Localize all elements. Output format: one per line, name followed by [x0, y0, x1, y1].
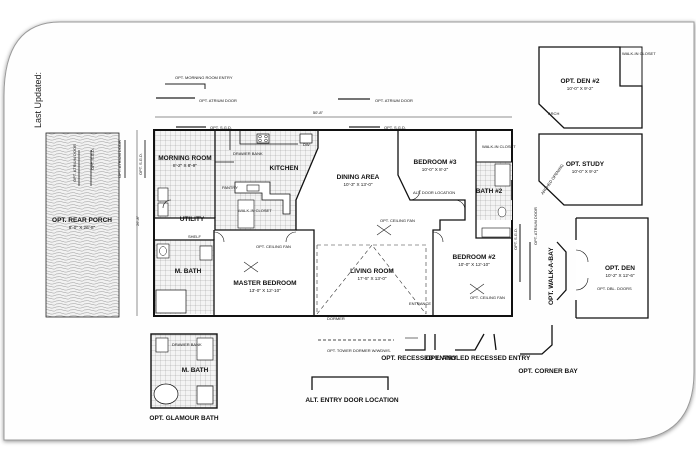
- living-room-size: 17'-5" X 13'-0": [357, 276, 386, 281]
- ceiling-fan-label: OPT. CEILING FAN: [256, 244, 291, 249]
- top-options: OPT. MORNING ROOM ENTRY OPT. ATRIUM DOOR…: [155, 75, 512, 130]
- porch-sgd-label: OPT. S.G.D.: [90, 148, 95, 170]
- glamour-bath-label: OPT. GLAMOUR BATH: [149, 415, 219, 422]
- last-updated-caption: Last Updated:: [33, 72, 43, 128]
- master-bath-name: M. BATH: [175, 268, 202, 275]
- rear-porch-name: OPT. REAR PORCH: [52, 217, 112, 224]
- walk-in-closet-label: WALK-IN CLOSET: [238, 208, 272, 213]
- recessed-entry-label: OPT. RECESSED ENTRY: [381, 355, 457, 362]
- main-house: MORNING ROOM 8'-2" X 8'-9" KITCHEN DININ…: [153, 129, 516, 321]
- master-bedroom-size: 13'-0" X 12'-10": [249, 288, 281, 293]
- bedroom2-name: BEDROOM #2: [453, 254, 496, 261]
- sgd-top-left-label: OPT. S.G.D.: [210, 125, 232, 130]
- study-size: 10'-0" X 9'-2": [572, 169, 599, 174]
- den2-option: OPT. DEN #2 10'-0" X 9'-2" WALK-IN CLOSE…: [538, 46, 656, 129]
- left-side-options: OPT. ATRIUM DOOR OPT. S.G.D. 26'-8": [117, 130, 146, 316]
- den2-arch-label: ARCH: [548, 111, 559, 116]
- study-name: OPT. STUDY: [566, 161, 605, 168]
- den-name: OPT. DEN: [605, 265, 635, 272]
- den-dbl-doors-label: OPT. DBL. DOORS: [597, 286, 632, 291]
- entrance-label: ENTRANCE: [409, 301, 431, 306]
- alt-entry-door-label: ALT. ENTRY DOOR LOCATION: [305, 397, 399, 404]
- den2-walk-in-label: WALK-IN CLOSET: [622, 51, 656, 56]
- glamour-drawer-bank-label: DRAWER BANK: [172, 342, 202, 347]
- bedroom2-size: 10'-0" X 12'-10": [458, 262, 490, 267]
- pantry-label: PANTRY: [222, 185, 238, 190]
- sgd-top-right-label: OPT. S.G.D.: [384, 125, 406, 130]
- kitchen-name: KITCHEN: [270, 165, 299, 172]
- dining-area-size: 10'-3" X 13'-0": [343, 182, 372, 187]
- den2-size: 10'-0" X 9'-2": [567, 86, 594, 91]
- dining-area-name: DINING AREA: [337, 174, 380, 181]
- morning-room-name: MORNING ROOM: [158, 155, 211, 162]
- corner-bay-label: OPT. CORNER BAY: [518, 368, 578, 375]
- atrium-door-label: OPT. ATRIUM DOOR: [199, 98, 237, 103]
- walk-a-bay-label: OPT. WALK-A-BAY: [548, 247, 555, 305]
- rear-porch: OPT. REAR PORCH 8'-0" X 26'-8" OPT. ATRI…: [45, 132, 120, 318]
- glamour-bath: M. BATH DRAWER BANK OPT. GLAMOUR BATH: [149, 333, 219, 422]
- den-size: 10'-2" X 12'-6": [605, 273, 634, 278]
- atrium-door-top-label: OPT. ATRIUM DOOR: [375, 98, 413, 103]
- morning-room-entry-label: OPT. MORNING ROOM ENTRY: [175, 75, 233, 80]
- dw-label: DW: [303, 142, 310, 147]
- den-option: OPT. DEN 10'-2" X 12'-6" OPT. DBL. DOORS: [575, 217, 649, 319]
- tower-dormer-label: OPT. TOWER DORMER W/WDWS.: [327, 348, 391, 353]
- morning-room-size: 8'-2" X 8'-9": [173, 163, 197, 168]
- ceiling-fan-living-label: OPT. CEILING FAN: [380, 218, 415, 223]
- walk-a-bay-option: OPT. WALK-A-BAY OPT. S.G.D. OPT. ATRIUM …: [513, 207, 567, 305]
- utility-name: UTILITY: [180, 216, 205, 223]
- shelf-label: SHELF: [188, 234, 201, 239]
- master-bedroom-name: MASTER BEDROOM: [233, 280, 296, 287]
- alt-door-label: ALT. DOOR LOCATION: [413, 190, 455, 195]
- bath2-name: BATH #2: [476, 188, 503, 195]
- bedroom3-name: BEDROOM #3: [414, 159, 457, 166]
- left-sgd-label: OPT. S.G.D.: [138, 153, 143, 175]
- angled-recessed-entry-label: OPT. ANGLED RECESSED ENTRY: [426, 355, 531, 362]
- glamour-bath-room-name: M. BATH: [182, 367, 209, 374]
- left-atrium-label: OPT. ATRIUM DOOR: [117, 140, 122, 178]
- dormer-label: DORMER: [327, 316, 345, 321]
- depth-dimension: 26'-8": [135, 215, 140, 226]
- walk-in-closet-bed3-label: WALK-IN CLOSET: [482, 144, 516, 149]
- right-sgd-label: OPT. S.G.D.: [513, 228, 518, 250]
- ceiling-fan-bed2-label: OPT. CEILING FAN: [470, 295, 505, 300]
- width-dimension: 50'-8": [313, 110, 324, 115]
- living-room-name: LIVING ROOM: [350, 268, 394, 275]
- bedroom3-size: 10'-0" X 8'-2": [422, 167, 449, 172]
- study-option: OPT. STUDY 10'-0" X 9'-2" ARCHED OPENING: [538, 133, 643, 206]
- porch-atrium-label: OPT. ATRIUM DOOR: [72, 144, 77, 182]
- bottom-options: OPT. RECESSED ENTRY OPT. ANGLED RECESSED…: [305, 325, 578, 404]
- right-atrium-label: OPT. ATRIUM DOOR: [533, 207, 538, 245]
- drawer-bank-label: DRAWER BANK: [233, 151, 263, 156]
- rear-porch-size: 8'-0" X 26'-8": [69, 225, 96, 230]
- den2-name: OPT. DEN #2: [560, 78, 599, 85]
